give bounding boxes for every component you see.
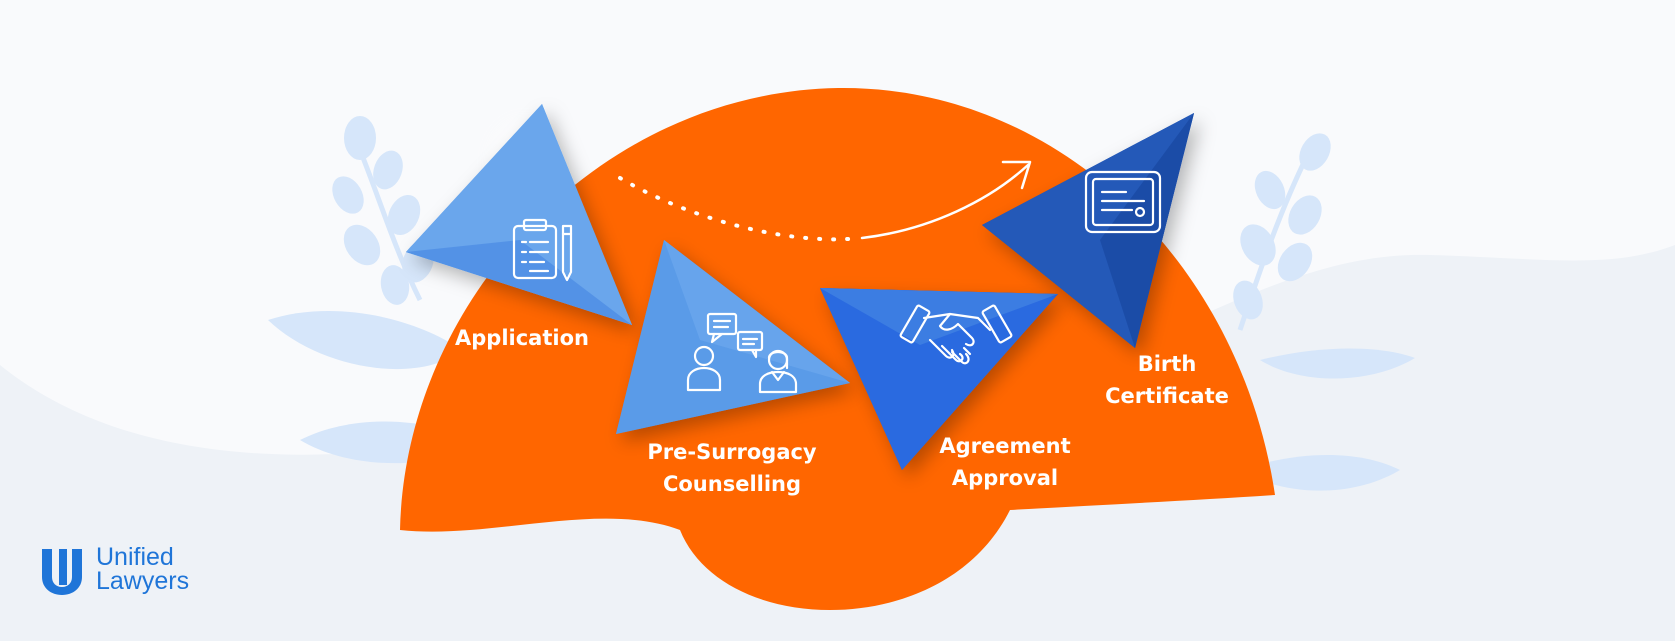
brand-name-line-2: Lawyers [96, 567, 190, 595]
dotted-curved-arrow-icon [618, 160, 1032, 242]
step-label-line: Certificate [1105, 384, 1229, 408]
counselling-step-arrow [616, 240, 850, 434]
step-label-line: Birth [1137, 352, 1197, 376]
step-label-line: Pre-Surrogacy [647, 440, 817, 464]
u-logo-icon [42, 549, 82, 595]
step-label-line: Agreement [939, 434, 1071, 458]
brand-logo: Unified Lawyers [40, 544, 220, 604]
step-label-birth-certificate: Birth Certificate [1092, 348, 1242, 412]
step-label-line: Approval [951, 466, 1059, 490]
step-label-line: Counselling [662, 472, 802, 496]
step-label-agreement: Agreement Approval [915, 430, 1095, 494]
right-foliage-decoration [1233, 133, 1415, 491]
brand-name-line-1: Unified [96, 543, 174, 571]
step-label-line: Application [455, 326, 589, 350]
clipboard-pencil-icon [512, 218, 573, 282]
step-label-counselling: Pre-Surrogacy Counselling [632, 436, 832, 500]
people-conversation-icon [686, 312, 798, 394]
step-label-application: Application [452, 322, 592, 354]
certificate-icon [1084, 170, 1162, 234]
handshake-icon [899, 304, 1013, 365]
application-step-arrow [406, 104, 632, 325]
